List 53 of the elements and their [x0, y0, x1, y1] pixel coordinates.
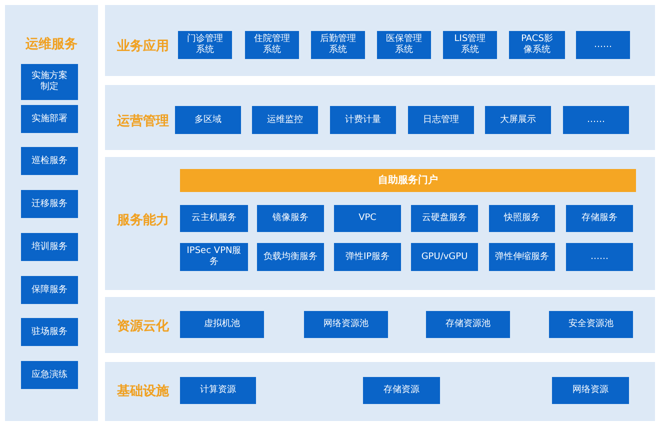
module-tile: 负载均衡服务	[257, 243, 324, 271]
module-tile: 实施方案制定	[21, 64, 78, 100]
module-tile: 运维监控	[252, 106, 318, 134]
module-tile: 日志管理	[408, 106, 474, 134]
module-tile: 巡检服务	[21, 147, 78, 175]
layer-heading: 业务应用	[117, 38, 169, 55]
module-tile: 大屏展示	[485, 106, 551, 134]
layer-panel	[105, 85, 655, 150]
module-tile: 弹性IP服务	[334, 243, 401, 271]
module-tile: LIS管理系统	[443, 31, 497, 59]
layer-heading: 运维服务	[24, 36, 78, 53]
module-tile: 计费计量	[330, 106, 396, 134]
module-tile: 虚拟机池	[180, 311, 264, 338]
layer-heading: 资源云化	[117, 318, 169, 335]
module-tile: ……	[566, 243, 633, 271]
module-tile: 网络资源池	[304, 311, 388, 338]
module-tile: 门诊管理系统	[178, 31, 232, 59]
module-tile: GPU/vGPU	[411, 243, 478, 271]
layer-panel	[105, 362, 655, 421]
module-tile: 多区域	[175, 106, 241, 134]
module-tile: VPC	[334, 205, 401, 232]
portal-banner: 自助服务门户	[180, 169, 636, 192]
module-tile: 培训服务	[21, 233, 78, 261]
module-tile: PACS影像系统	[509, 31, 565, 59]
module-tile: 弹性伸缩服务	[489, 243, 555, 271]
layer-heading: 运营管理	[117, 113, 169, 130]
module-tile: 驻场服务	[21, 318, 78, 346]
module-tile: 快照服务	[489, 205, 555, 232]
layer-heading: 服务能力	[117, 212, 169, 229]
module-tile: 存储服务	[566, 205, 633, 232]
layer-panel	[105, 5, 655, 76]
module-tile: IPSec VPN服务	[180, 243, 248, 271]
layer-panel	[105, 157, 655, 290]
module-tile: 云硬盘服务	[411, 205, 478, 232]
layer-heading: 基础设施	[117, 383, 169, 400]
module-tile: 医保管理系统	[377, 31, 431, 59]
layer-panel	[5, 5, 98, 421]
module-tile: 镜像服务	[257, 205, 324, 232]
module-tile: 存储资源	[363, 377, 440, 404]
module-tile: 安全资源池	[549, 311, 633, 338]
module-tile: 保障服务	[21, 276, 78, 304]
module-tile: 云主机服务	[180, 205, 248, 232]
module-tile: 计算资源	[180, 377, 256, 404]
module-tile: ……	[576, 31, 630, 59]
layer-panel	[105, 297, 655, 353]
module-tile: 网络资源	[552, 377, 629, 404]
module-tile: 实施部署	[21, 105, 78, 133]
module-tile: ……	[563, 106, 629, 134]
module-tile: 存储资源池	[426, 311, 510, 338]
module-tile: 住院管理系统	[245, 31, 299, 59]
module-tile: 迁移服务	[21, 190, 78, 218]
module-tile: 应急演练	[21, 361, 78, 389]
module-tile: 后勤管理系统	[311, 31, 365, 59]
